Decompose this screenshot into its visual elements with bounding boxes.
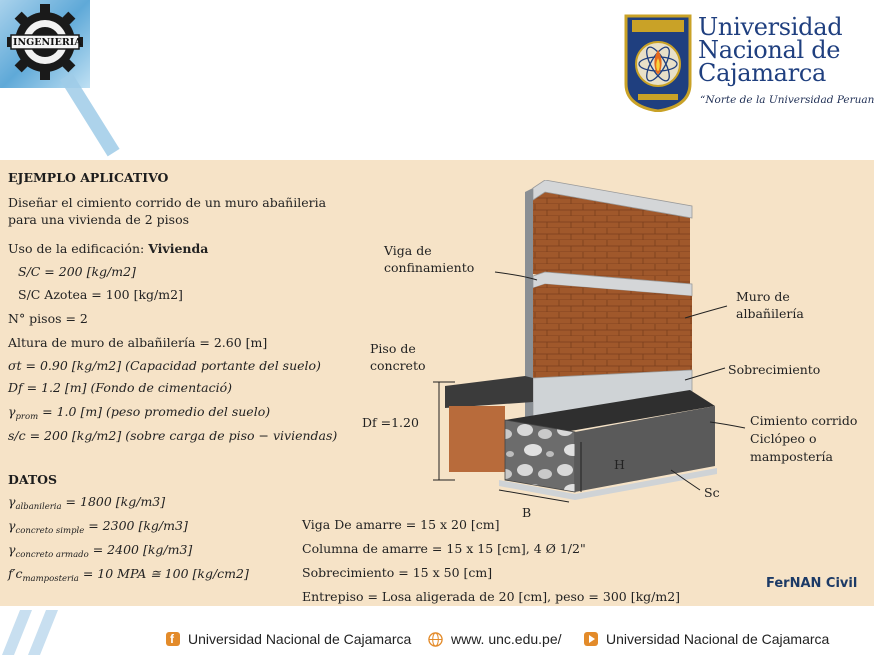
label-cimiento-2: Ciclópeo o <box>750 431 817 446</box>
fernan-watermark: FerNAN Civil <box>766 576 858 591</box>
datos-title: DATOS <box>8 472 58 487</box>
fc-sub: mamposteria <box>22 574 79 584</box>
label-muro-2: albañilería <box>736 306 804 321</box>
fc-symbol: f′c <box>8 566 23 581</box>
label-h: H <box>614 457 625 472</box>
label-piso-1: Piso de <box>370 341 416 356</box>
fc-mamposteria: f′cmamposteria = 10 MPA ≅ 100 [kg/cm2] <box>8 566 249 584</box>
gear-logo-icon <box>7 4 83 80</box>
university-name: Universidad Nacional de Cajamarca <box>698 13 843 87</box>
university-name-line-2: Nacional de <box>698 36 841 64</box>
uso-value: Vivienda <box>148 241 209 256</box>
ingenieria-logo: INGENIERIA <box>0 0 90 88</box>
columna-amarre: Columna de amarre = 15 x 15 [cm], 4 Ø 1/… <box>302 541 586 556</box>
university-shield-icon <box>624 14 692 112</box>
gamma-rest: = 2300 [kg/m3] <box>84 518 188 533</box>
sc-value: S/C = 200 [kg/m2] <box>18 264 136 279</box>
cimiento-side <box>575 406 715 492</box>
footer-web[interactable]: www. unc.edu.pe/ <box>428 628 562 650</box>
gamma-prom: γprom = 1.0 [m] (peso promedio del suelo… <box>8 404 270 422</box>
sobrecimiento-dato: Sobrecimiento = 15 x 50 [cm] <box>302 565 493 580</box>
gamma-prom-rest: = 1.0 [m] (peso promedio del suelo) <box>38 404 271 419</box>
gamma-rest: = 1800 [kg/m3] <box>61 494 166 509</box>
lower-brick-wall <box>533 284 692 378</box>
leader-s <box>670 469 701 491</box>
gamma-sub: concreto armado <box>15 550 89 560</box>
leader-sobrecimiento <box>684 367 726 381</box>
label-cimiento-3: mampostería <box>750 449 833 464</box>
sc-piso: s/c = 200 [kg/m2] (sobre carga de piso −… <box>8 428 338 443</box>
sc-azotea: S/C Azotea = 100 [kg/m2] <box>18 287 183 302</box>
university-name-line-1: Universidad <box>698 13 843 41</box>
example-panel: EJEMPLO APLICATIVO Diseñar el cimiento c… <box>0 160 874 606</box>
gamma-prom-sub: prom <box>15 412 39 422</box>
youtube-label: Universidad Nacional de Cajamarca <box>606 631 830 647</box>
gamma-prom-symbol: γ <box>8 404 16 419</box>
gamma-concreto-simple: γconcreto simple = 2300 [kg/m3] <box>8 518 188 536</box>
b-dimension-line <box>498 489 570 503</box>
foundation-diagram <box>433 180 746 503</box>
label-s: Sc <box>704 485 720 500</box>
globe-icon <box>428 631 443 647</box>
upper-brick-wall <box>533 190 690 290</box>
gamma-sub: concreto simple <box>15 526 85 536</box>
leader-cimiento <box>709 421 746 429</box>
label-b: B <box>522 505 532 520</box>
gamma-sub: albanileria <box>15 502 62 512</box>
uso-label: Uso de la edificación: <box>8 241 149 256</box>
university-motto: “Norte de la Universidad Peruana” <box>700 94 874 106</box>
label-df: Df =1.20 <box>362 415 419 430</box>
entrepiso: Entrepiso = Losa aligerada de 20 [cm], p… <box>302 589 681 604</box>
label-viga-1: Viga de <box>384 243 432 258</box>
example-title: EJEMPLO APLICATIVO <box>8 170 169 185</box>
wall-side <box>525 188 533 420</box>
cimiento-front <box>504 419 576 493</box>
df-value: Df = 1.2 [m] (Fondo de cimentació) <box>8 380 232 395</box>
gamma-symbol: γ <box>8 518 16 533</box>
gamma-concreto-armado: γconcreto armado = 2400 [kg/m3] <box>8 542 192 560</box>
facebook-icon: f <box>166 632 180 646</box>
label-cimiento-1: Cimiento corrido <box>750 413 858 428</box>
viga-amarre: Viga De amarre = 15 x 20 [cm] <box>302 517 500 532</box>
university-name-line-3: Cajamarca <box>698 59 827 87</box>
web-label: www. unc.edu.pe/ <box>451 631 562 647</box>
footer-youtube[interactable]: Universidad Nacional de Cajamarca <box>584 628 829 650</box>
cimiento-top <box>505 390 715 438</box>
sigma-t: σt = 0.90 [kg/m2] (Capacidad portante de… <box>8 358 321 373</box>
fc-rest: = 10 MPA ≅ 100 [kg/cm2] <box>78 566 249 581</box>
statement-line-2: para una vivienda de 2 pisos <box>8 212 190 227</box>
label-sobrecimiento: Sobrecimiento <box>728 362 821 377</box>
gamma-symbol: γ <box>8 494 16 509</box>
numero-pisos: N° pisos = 2 <box>8 311 88 326</box>
statement-line-1: Diseñar el cimiento corrido de un muro a… <box>8 195 327 210</box>
ingenieria-logo-text: INGENIERIA <box>13 37 82 48</box>
floor-slab <box>445 376 533 408</box>
label-piso-2: concreto <box>370 358 426 373</box>
youtube-icon <box>584 632 598 646</box>
gamma-symbol: γ <box>8 542 16 557</box>
leader-viga <box>494 271 538 281</box>
altura-muro: Altura de muro de albañilería = 2.60 [m] <box>8 335 268 350</box>
gamma-albanileria: γalbanileria = 1800 [kg/m3] <box>8 494 165 512</box>
gamma-rest: = 2400 [kg/m3] <box>88 542 193 557</box>
label-viga-2: confinamiento <box>384 260 475 275</box>
cimiento-base <box>499 468 717 500</box>
uso-edificacion: Uso de la edificación: Vivienda <box>8 240 208 258</box>
footer-facebook[interactable]: f Universidad Nacional de Cajamarca <box>166 628 411 650</box>
facebook-label: Universidad Nacional de Cajamarca <box>188 631 412 647</box>
unc-logo: Universidad Nacional de Cajamarca “Norte… <box>624 13 874 114</box>
label-muro-1: Muro de <box>736 289 790 304</box>
decorative-stripes <box>2 610 58 655</box>
leader-muro <box>684 305 728 319</box>
front-brick-block <box>449 406 505 472</box>
